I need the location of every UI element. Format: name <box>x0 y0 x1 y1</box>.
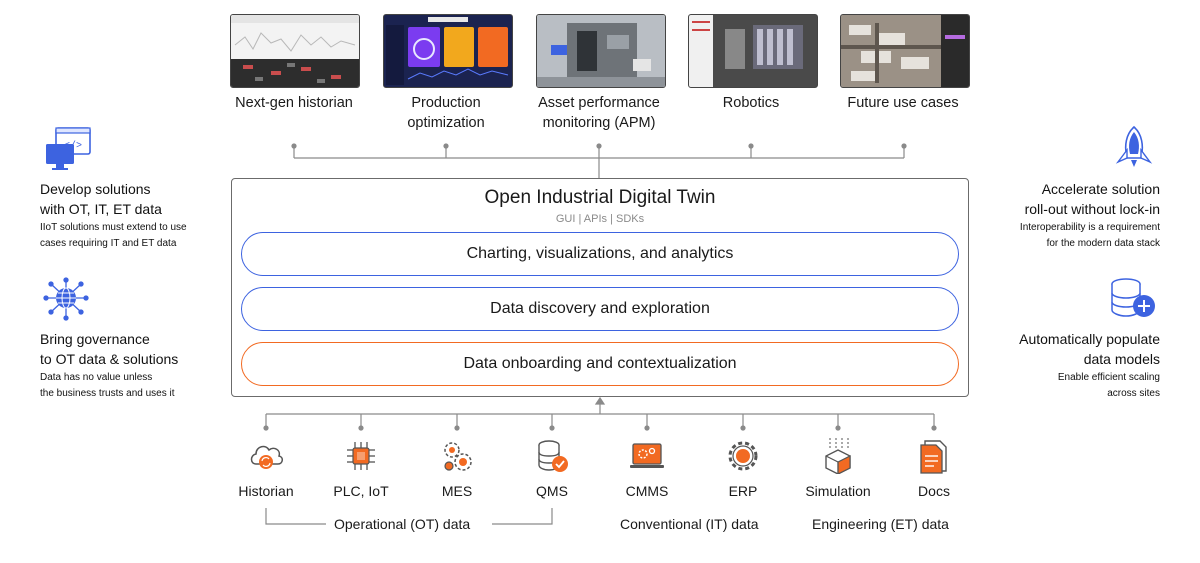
use-case-label: Production optimization <box>407 95 485 131</box>
historian-thumbnail <box>230 14 360 88</box>
apm-thumbnail <box>536 14 666 88</box>
gears-icon <box>444 442 472 471</box>
right-title-2a: Automatically populate <box>1019 331 1160 347</box>
left-title-1a: Develop solutions <box>40 181 151 197</box>
right-desc-2b: across sites <box>1107 388 1160 399</box>
layer-onboarding: Data onboarding and contextualization <box>241 342 959 386</box>
twin-subtitle: GUI | APIs | SDKs <box>555 213 645 225</box>
left-desc-2a: Data has no value unless <box>40 372 153 383</box>
right-desc-1a: Interoperability is a requirement <box>1019 222 1160 233</box>
database-check-icon <box>538 440 568 472</box>
laptop-gear-icon <box>630 443 664 468</box>
right-title-2b: data models <box>1083 351 1160 367</box>
database-add-icon <box>1111 278 1155 317</box>
digital-twin-box: Open Industrial Digital Twin GUI | APIs … <box>231 178 969 397</box>
left-title-2a: Bring governance <box>40 331 150 347</box>
ot-group-label: Operational (OT) data <box>334 516 471 532</box>
chip-icon <box>347 442 375 470</box>
it-group-label: Conventional (IT) data <box>620 516 759 532</box>
future-thumbnail <box>840 14 970 88</box>
right-title-1a: Accelerate solution <box>1041 181 1160 197</box>
cube-icon <box>825 438 851 474</box>
document-icon <box>920 440 947 474</box>
use-case-label: Next-gen historian <box>235 95 353 111</box>
globe-network-icon <box>43 277 89 321</box>
production-dashboard-screenshot <box>386 17 509 85</box>
code-monitor-icon: </> <box>46 127 91 170</box>
left-desc-2b: the business trusts and uses it <box>40 388 175 399</box>
rocket-icon <box>1115 125 1153 167</box>
source-label: MES <box>441 483 473 499</box>
left-title-2b: to OT data & solutions <box>40 351 179 367</box>
robotics-thumbnail <box>688 14 818 88</box>
right-desc-1b: for the modern data stack <box>1046 238 1160 249</box>
use-case-label: Asset performance monitoring (APM) <box>538 95 660 131</box>
layer-discovery: Data discovery and exploration <box>241 287 959 331</box>
source-label: CMMS <box>625 483 669 499</box>
layer-analytics: Charting, visualizations, and analytics <box>241 232 959 276</box>
robotics-pointcloud-screenshot <box>689 15 817 87</box>
right-desc-2a: Enable efficient scaling <box>1057 372 1160 383</box>
apm-3d-model-screenshot <box>537 15 665 87</box>
source-label: ERP <box>728 483 758 499</box>
use-case-label: Robotics <box>722 95 780 111</box>
gear-icon <box>728 441 758 471</box>
cloud-sync-icon <box>250 445 283 469</box>
source-label: Docs <box>918 483 950 499</box>
et-group-label: Engineering (ET) data <box>812 516 949 532</box>
production-thumbnail <box>383 14 513 88</box>
twin-title: Open Industrial Digital Twin <box>484 187 716 208</box>
right-title-1b: roll-out without lock-in <box>1024 201 1160 217</box>
future-aerial-screenshot <box>841 15 969 87</box>
historian-dashboard-screenshot <box>231 15 359 87</box>
left-desc-1a: IIoT solutions must extend to use <box>40 222 187 233</box>
source-label: PLC, IoT <box>333 483 389 499</box>
left-desc-1b: cases requiring IT and ET data <box>40 238 177 249</box>
use-case-label: Future use cases <box>847 95 959 111</box>
source-label: QMS <box>536 483 568 499</box>
source-label: Simulation <box>805 483 871 499</box>
left-title-1b: with OT, IT, ET data <box>40 201 162 217</box>
source-label: Historian <box>238 483 294 499</box>
